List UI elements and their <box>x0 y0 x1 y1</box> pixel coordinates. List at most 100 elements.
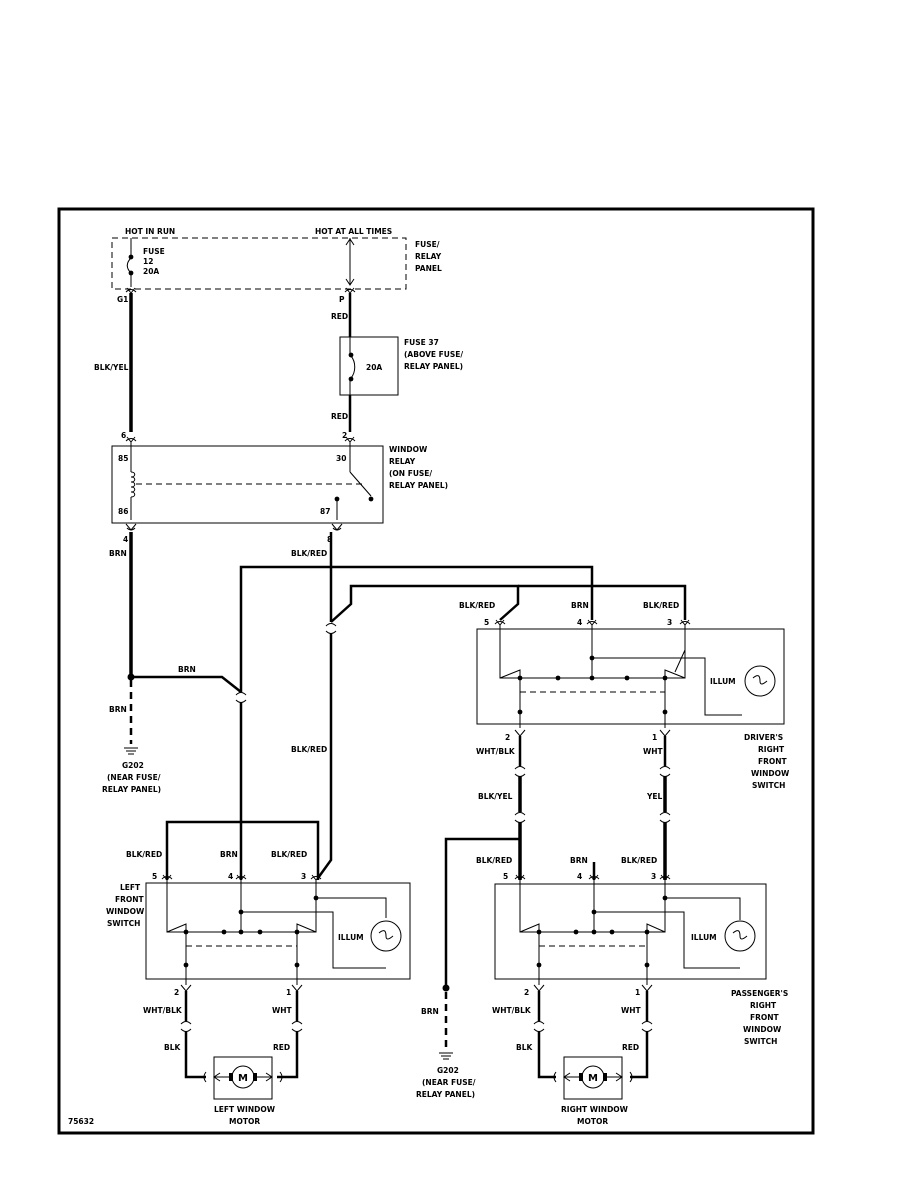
fuse37-label-3: RELAY PANEL) <box>404 362 463 371</box>
window-relay-label-4: RELAY PANEL) <box>389 481 448 490</box>
pas-wire-brn: BRN <box>570 856 588 865</box>
left-switch-label-4: SWITCH <box>107 919 140 928</box>
wire-label-red-2: RED <box>331 412 348 421</box>
right-motor-m: M <box>588 1073 598 1084</box>
drv-wire-wht: WHT <box>643 747 664 756</box>
wire-label-brn-2: BRN <box>109 705 127 714</box>
fuse37-label-1: FUSE 37 <box>404 338 439 347</box>
drivers-switch-box <box>476 628 785 725</box>
left-illum: ILLUM <box>338 933 364 942</box>
left-motor-box <box>213 1056 273 1100</box>
pas-pin4: 4 <box>577 872 582 881</box>
left-wire-blk: BLK <box>164 1043 181 1052</box>
relay-pin86: 86 <box>118 507 128 516</box>
passenger-switch-label-2: RIGHT <box>750 1001 777 1010</box>
fuse12-number: 12 <box>143 257 153 266</box>
pas-illum: ILLUM <box>691 933 717 942</box>
left-motor-label-1: LEFT WINDOW <box>214 1105 276 1114</box>
left-switch-label-3: WINDOW <box>106 907 145 916</box>
relay-pin85: 85 <box>118 454 128 463</box>
fuse37-label-2: (ABOVE FUSE/ <box>404 350 463 359</box>
wire-label-red-1: RED <box>331 312 348 321</box>
drv-wire-wht-blk: WHT/BLK <box>476 747 516 756</box>
hot-in-run-label: HOT IN RUN <box>125 227 175 236</box>
drivers-switch-label-1: DRIVER'S <box>744 733 783 742</box>
left-out-pin2: 2 <box>174 988 179 997</box>
left-switch-label-1: LEFT <box>120 883 141 892</box>
left-motor-label-2: MOTOR <box>229 1117 260 1126</box>
g202-left-1: G202 <box>122 761 144 770</box>
relay-pin30: 30 <box>336 454 346 463</box>
fuse37-amp: 20A <box>366 363 382 372</box>
pas-out-pin2: 2 <box>524 988 529 997</box>
hot-at-all-times-label: HOT AT ALL TIMES <box>315 227 392 236</box>
left-pin3: 3 <box>301 872 306 881</box>
pas-pin3: 3 <box>651 872 656 881</box>
relay-pin6: 6 <box>121 431 126 440</box>
fuse12-label: FUSE <box>143 247 165 256</box>
fuse-relay-panel-box <box>111 237 407 290</box>
relay-pin87: 87 <box>320 507 330 516</box>
drv-wire-blk-yel: BLK/YEL <box>478 792 513 801</box>
window-relay-label-3: (ON FUSE/ <box>389 469 432 478</box>
diagram-frame <box>57 207 815 1135</box>
fuse12-amp: 20A <box>143 267 159 276</box>
pin-p: P <box>339 295 345 304</box>
relay-out-pin4: 4 <box>123 535 128 544</box>
drivers-switch-label-5: SWITCH <box>752 781 785 790</box>
right-motor-box <box>563 1056 623 1100</box>
wire-label-blk-red-1: BLK/RED <box>291 549 327 558</box>
pas-wire-wht-blk: WHT/BLK <box>492 1006 532 1015</box>
left-motor-m: M <box>238 1073 248 1084</box>
pas-wire-blk: BLK <box>516 1043 533 1052</box>
pin-g1: G1 <box>117 295 128 304</box>
wire-label-brn-3: BRN <box>178 665 196 674</box>
fuse-relay-panel-label-2: RELAY <box>415 252 442 261</box>
right-motor-label-1: RIGHT WINDOW <box>561 1105 629 1114</box>
fuse-relay-panel-label-3: PANEL <box>415 264 442 273</box>
figure-id: 75632 <box>68 1117 94 1126</box>
window-relay-label-1: WINDOW <box>389 445 428 454</box>
drv-pin2: 2 <box>505 733 510 742</box>
g202-right-1: G202 <box>437 1066 459 1075</box>
left-switch-label-2: FRONT <box>115 895 145 904</box>
drv-wire-yel: YEL <box>646 792 663 801</box>
left-switch-box <box>145 882 411 980</box>
pas-wire-red: RED <box>622 1043 639 1052</box>
wire-label-brn-1: BRN <box>109 549 127 558</box>
right-motor-label-2: MOTOR <box>577 1117 608 1126</box>
passenger-switch-label-1: PASSENGER'S <box>731 989 788 998</box>
fuse-relay-panel-label-1: FUSE/ <box>415 240 440 249</box>
drv-pin4: 4 <box>577 618 582 627</box>
pas-wire-blk-red: BLK/RED <box>476 856 512 865</box>
pas-wire-wht: WHT <box>621 1006 642 1015</box>
left-wire-brn: BRN <box>220 850 238 859</box>
drv-illum: ILLUM <box>710 677 736 686</box>
drv-wire-blk-red: BLK/RED <box>459 601 495 610</box>
drv-wire-brn: BRN <box>571 601 589 610</box>
wire-label-blk-red-2: BLK/RED <box>291 745 327 754</box>
drivers-switch-label-3: FRONT <box>758 757 788 766</box>
g202-left-2: (NEAR FUSE/ <box>107 773 161 782</box>
drv-pin5: 5 <box>484 618 489 627</box>
left-wire-blk-red-2: BLK/RED <box>271 850 307 859</box>
left-wire-wht-blk: WHT/BLK <box>143 1006 183 1015</box>
wire-label-blk-yel-1: BLK/YEL <box>94 363 129 372</box>
pas-out-pin1: 1 <box>635 988 640 997</box>
drv-pin3: 3 <box>667 618 672 627</box>
drv-pin1: 1 <box>652 733 657 742</box>
drivers-switch-label-4: WINDOW <box>751 769 790 778</box>
left-wire-red: RED <box>273 1043 290 1052</box>
left-wire-blk-red: BLK/RED <box>126 850 162 859</box>
relay-out-pin8: 8 <box>327 535 332 544</box>
drivers-switch-label-2: RIGHT <box>758 745 785 754</box>
left-pin4: 4 <box>228 872 233 881</box>
window-relay-label-2: RELAY <box>389 457 416 466</box>
relay-pin2: 2 <box>342 431 347 440</box>
left-out-pin1: 1 <box>286 988 291 997</box>
passenger-switch-label-3: FRONT <box>750 1013 780 1022</box>
pas-wire-blk-red-2: BLK/RED <box>621 856 657 865</box>
passenger-switch-label-4: WINDOW <box>743 1025 782 1034</box>
drv-wire-blk-red-2: BLK/RED <box>643 601 679 610</box>
